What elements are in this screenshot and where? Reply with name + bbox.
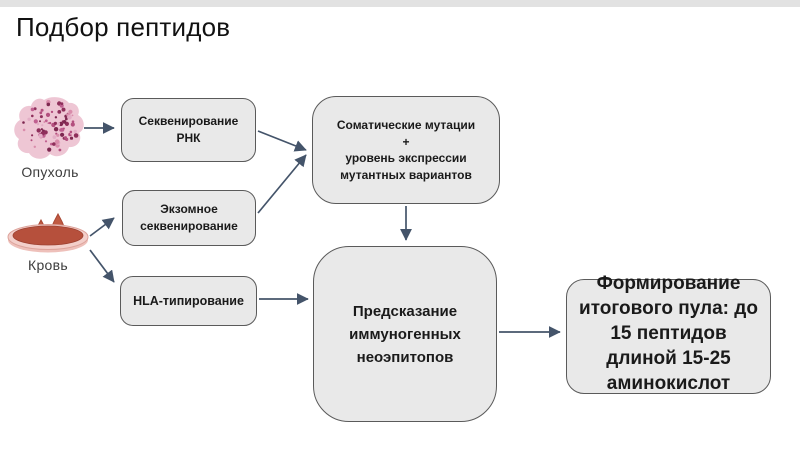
arrow-exome-to-somatic bbox=[257, 154, 307, 214]
node-somatic-mutations: Соматические мутации + уровень экспресси… bbox=[312, 96, 500, 204]
node-text-line: HLA-типирование bbox=[133, 294, 244, 308]
arrow-blood-to-exome bbox=[89, 217, 115, 237]
node-text-line: иммуногенных bbox=[349, 325, 461, 343]
node-text-line: итогового пула: до bbox=[579, 298, 758, 319]
node-final-pool-text: Формирование итогового пула: до 15 пепти… bbox=[556, 271, 781, 396]
node-text-line: 15 пептидов bbox=[610, 323, 727, 344]
node-text-line: Формирование bbox=[596, 273, 741, 294]
node-text-line: аминокислот bbox=[606, 373, 731, 394]
node-text-line: Секвенирование bbox=[138, 114, 239, 128]
node-text-line: Предсказание bbox=[352, 302, 458, 320]
blood-label: Кровь bbox=[28, 257, 68, 273]
node-text-line: длиной 15-25 bbox=[606, 348, 731, 369]
node-text-line: Соматические мутации bbox=[336, 118, 476, 132]
slide-title: Подбор пептидов bbox=[16, 12, 231, 42]
node-neoepitope-prediction: Предсказание иммуногенных неоэпитопов bbox=[313, 246, 497, 422]
node-text-line: + bbox=[402, 134, 410, 149]
node-text-line: РНК bbox=[176, 131, 201, 145]
node-text-line: мутантных вариантов bbox=[340, 167, 472, 182]
blood-dish-icon bbox=[4, 206, 92, 261]
node-hla-typing: HLA-типирование bbox=[120, 276, 257, 326]
tumor-label: Опухоль bbox=[21, 164, 79, 180]
arrow-rna-to-somatic bbox=[257, 130, 307, 152]
tumor-icon bbox=[12, 94, 90, 171]
top-divider-bar bbox=[0, 0, 800, 7]
node-text-line: Экзомное bbox=[160, 202, 218, 216]
node-text-line: уровень экспрессии bbox=[345, 151, 467, 165]
node-exome-sequencing: Экзомное секвенирование bbox=[122, 190, 256, 246]
node-text-line: секвенирование bbox=[140, 219, 238, 233]
node-final-pool bbox=[566, 279, 771, 394]
arrow-blood-to-hla bbox=[89, 249, 115, 283]
node-text-line: неоэпитопов bbox=[356, 348, 454, 366]
node-rna-sequencing: Секвенирование РНК bbox=[121, 98, 256, 162]
